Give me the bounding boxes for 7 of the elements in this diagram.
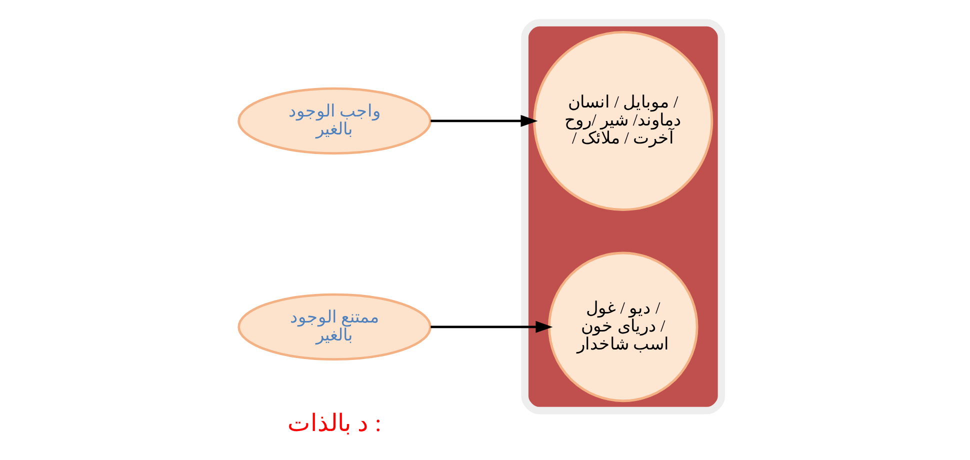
node-ellipse: ممتنع الوجود بالغیر bbox=[238, 293, 432, 361]
arrow bbox=[430, 115, 538, 127]
node-circle: دیو / غول / دریای خون / اسب شاخدار bbox=[548, 252, 698, 402]
node-ellipse: واجب الوجود بالغیر bbox=[238, 87, 432, 155]
node-circle: موبایل / انسان / دماوند/ شیر /روح / آخرت / ملائک bbox=[533, 30, 714, 211]
label: د بالذات : bbox=[288, 410, 382, 438]
arrow bbox=[430, 321, 553, 333]
